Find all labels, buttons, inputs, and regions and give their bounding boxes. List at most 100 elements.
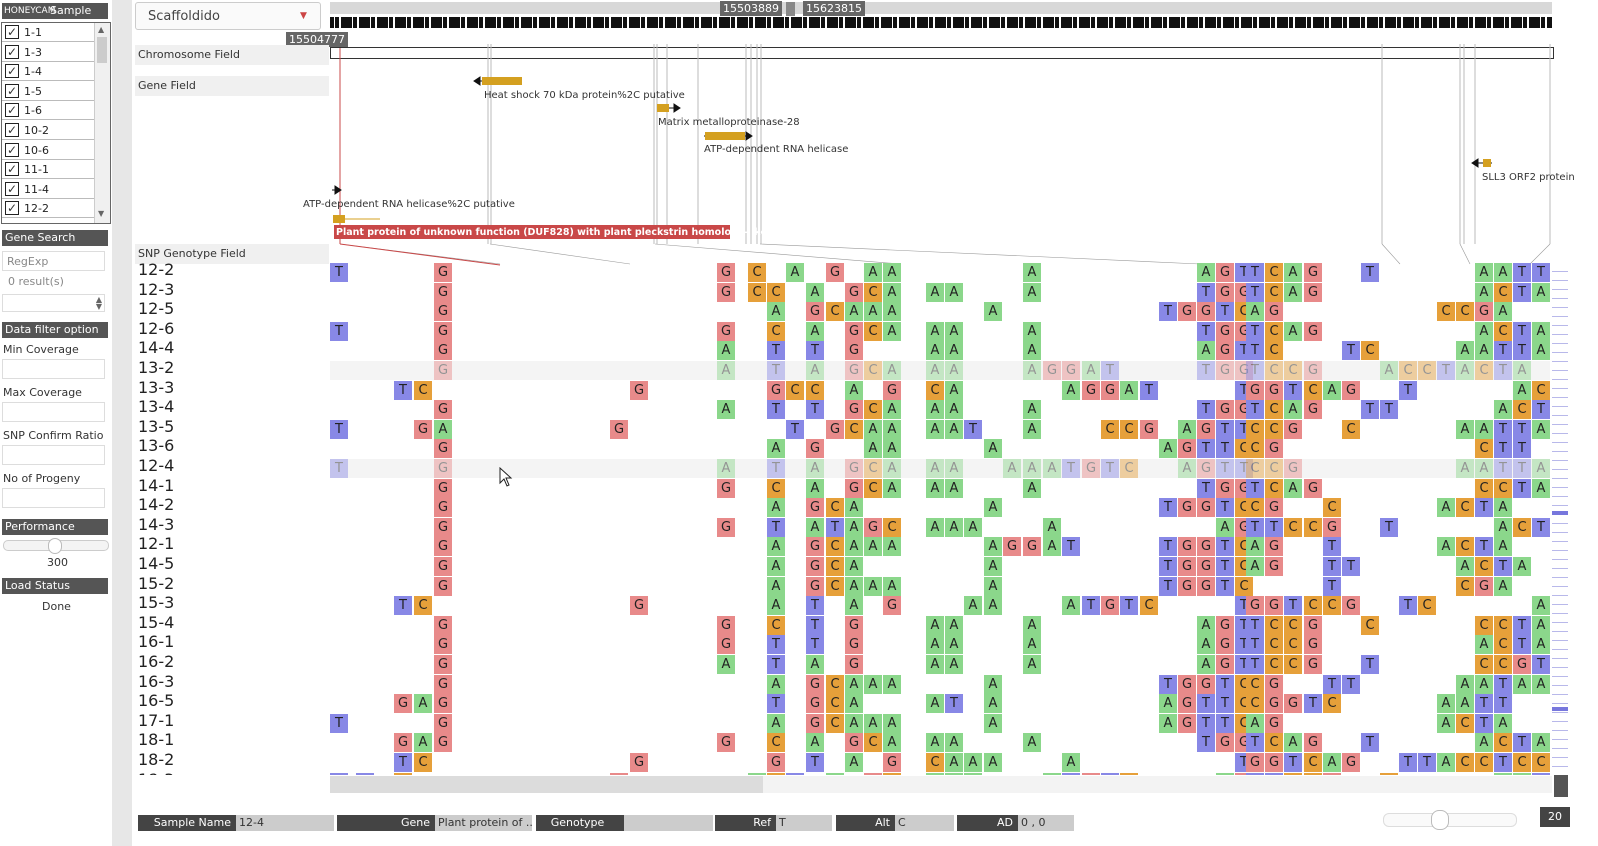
genotype-cell[interactable]: T [1494, 459, 1512, 478]
genotype-cell[interactable]: G [1216, 341, 1234, 361]
genotype-cell[interactable]: A [845, 498, 863, 518]
genotype-cell[interactable]: G [1265, 557, 1283, 576]
genotype-cell[interactable]: A [1159, 439, 1177, 459]
genotype-cell[interactable]: C [1246, 419, 1264, 439]
genotype-cell[interactable]: G [845, 321, 863, 341]
genotype-cell[interactable]: G [1197, 557, 1215, 576]
genotype-cell[interactable]: C [1475, 439, 1493, 459]
genotype-cell[interactable]: A [964, 753, 982, 772]
genotype-cell[interactable]: T [1120, 596, 1138, 616]
genotype-cell[interactable]: G [826, 419, 844, 439]
genotype-cell[interactable]: A [1532, 674, 1550, 694]
genotype-cell[interactable]: G [717, 733, 735, 753]
genotype-cell[interactable]: A [1023, 459, 1041, 478]
genotype-cell[interactable]: A [926, 321, 944, 341]
genotype-cell[interactable]: A [945, 615, 963, 635]
genotype-cell[interactable]: C [883, 517, 901, 537]
genotype-cell[interactable]: C [1120, 772, 1138, 775]
genotype-cell[interactable]: A [1246, 713, 1264, 733]
genotype-cell[interactable]: T [964, 419, 982, 439]
genotype-cell[interactable]: C [1265, 321, 1283, 341]
genotype-cell[interactable]: C [1494, 655, 1512, 674]
genotype-cell[interactable]: A [767, 674, 785, 694]
genotype-cell[interactable]: A [926, 361, 944, 380]
performance-slider-handle[interactable] [48, 538, 62, 554]
genotype-cell[interactable]: T [1246, 517, 1264, 537]
genotype-cell[interactable]: T [767, 361, 785, 380]
genotype-cell[interactable]: T [806, 400, 824, 420]
genotype-cell[interactable]: A [984, 713, 1002, 733]
genotype-cell[interactable]: A [767, 713, 785, 733]
genotype-cell[interactable]: C [767, 733, 785, 753]
genotype-cell[interactable]: T [1062, 537, 1080, 557]
genotype-cell[interactable]: A [1003, 459, 1021, 478]
genotype-cell[interactable]: C [767, 615, 785, 635]
genotype-cell[interactable]: G [630, 596, 648, 616]
genotype-cell[interactable]: C [394, 772, 412, 775]
genotype-cell[interactable]: T [1246, 478, 1264, 498]
genotype-cell[interactable]: G [717, 263, 735, 282]
genotype-cell[interactable]: T [330, 321, 348, 341]
genotype-cell[interactable]: A [1475, 282, 1493, 302]
genotype-cell[interactable]: G [1265, 713, 1283, 733]
genotype-cell[interactable]: T [1361, 400, 1379, 420]
genotype-cell[interactable]: T [1513, 419, 1531, 439]
genotype-cell[interactable]: G [1304, 282, 1322, 302]
genotype-cell[interactable]: A [1323, 753, 1341, 772]
horizontal-scroll-thumb[interactable] [330, 776, 763, 793]
genotype-cell[interactable]: T [1513, 282, 1531, 302]
genotype-cell[interactable]: A [1437, 713, 1455, 733]
genotype-cell[interactable]: C [1265, 615, 1283, 635]
genotype-cell[interactable]: A [1284, 282, 1302, 302]
genotype-cell[interactable]: T [1532, 655, 1550, 674]
genotype-cell[interactable]: C [1475, 753, 1493, 772]
viewport-handle[interactable] [786, 2, 795, 16]
genotype-cell[interactable]: T [1159, 674, 1177, 694]
genotype-cell[interactable]: A [1216, 517, 1234, 537]
genotype-cell[interactable]: A [984, 596, 1002, 616]
genotype-cell[interactable]: G [1178, 576, 1196, 596]
checkbox-checked-icon[interactable]: ✓ [5, 64, 19, 79]
genotype-cell[interactable]: T [1246, 341, 1264, 361]
genotype-cell[interactable]: C [1284, 635, 1302, 655]
genotype-cell[interactable]: A [1494, 576, 1512, 596]
genotype-cell[interactable]: T [1235, 459, 1253, 478]
genotype-cell[interactable]: A [883, 263, 901, 282]
zoom-slider-handle[interactable] [1431, 810, 1449, 830]
genotype-cell[interactable]: A [883, 713, 901, 733]
genotype-cell[interactable]: G [1178, 302, 1196, 322]
genotype-cell[interactable]: A [926, 733, 944, 753]
genotype-cell[interactable]: T [1513, 459, 1531, 478]
scroll-down-icon[interactable]: ▼ [98, 209, 105, 218]
genotype-cell[interactable]: T [1197, 478, 1215, 498]
genotype-cell[interactable]: A [926, 400, 944, 420]
genotype-cell[interactable]: A [717, 400, 735, 420]
genotype-cell[interactable]: C [414, 596, 432, 616]
genotype-cell[interactable]: A [826, 772, 844, 775]
genotype-cell[interactable]: T [1323, 576, 1341, 596]
genotype-cell[interactable]: C [864, 361, 882, 380]
panel-divider[interactable] [112, 0, 132, 846]
genotype-cell[interactable]: G [1082, 772, 1100, 775]
genotype-cell[interactable]: T [826, 517, 844, 537]
genotype-cell[interactable]: C [1235, 576, 1253, 596]
genotype-cell[interactable]: T [1513, 733, 1531, 753]
genotype-cell[interactable]: C [1284, 517, 1302, 537]
genotype-cell[interactable]: A [845, 713, 863, 733]
genotype-cell[interactable]: A [926, 694, 944, 714]
genotype-cell[interactable]: C [864, 459, 882, 478]
genotype-cell[interactable]: A [767, 557, 785, 576]
genotype-cell[interactable]: A [1532, 478, 1550, 498]
genotype-cell[interactable]: T [1475, 537, 1493, 557]
genotype-cell[interactable]: C [1265, 400, 1283, 420]
genotype-cell[interactable]: C [1284, 772, 1302, 775]
genotype-cell[interactable]: G [1304, 478, 1322, 498]
genotype-cell[interactable]: C [1304, 380, 1322, 400]
genotype-cell[interactable]: T [1140, 380, 1158, 400]
genotype-cell[interactable]: A [984, 498, 1002, 518]
genotype-cell[interactable]: T [1361, 263, 1379, 282]
genotype-cell[interactable]: C [1265, 635, 1283, 655]
genotype-cell[interactable]: G [1246, 753, 1264, 772]
genotype-cell[interactable]: G [845, 400, 863, 420]
checkbox-checked-icon[interactable]: ✓ [5, 103, 19, 118]
